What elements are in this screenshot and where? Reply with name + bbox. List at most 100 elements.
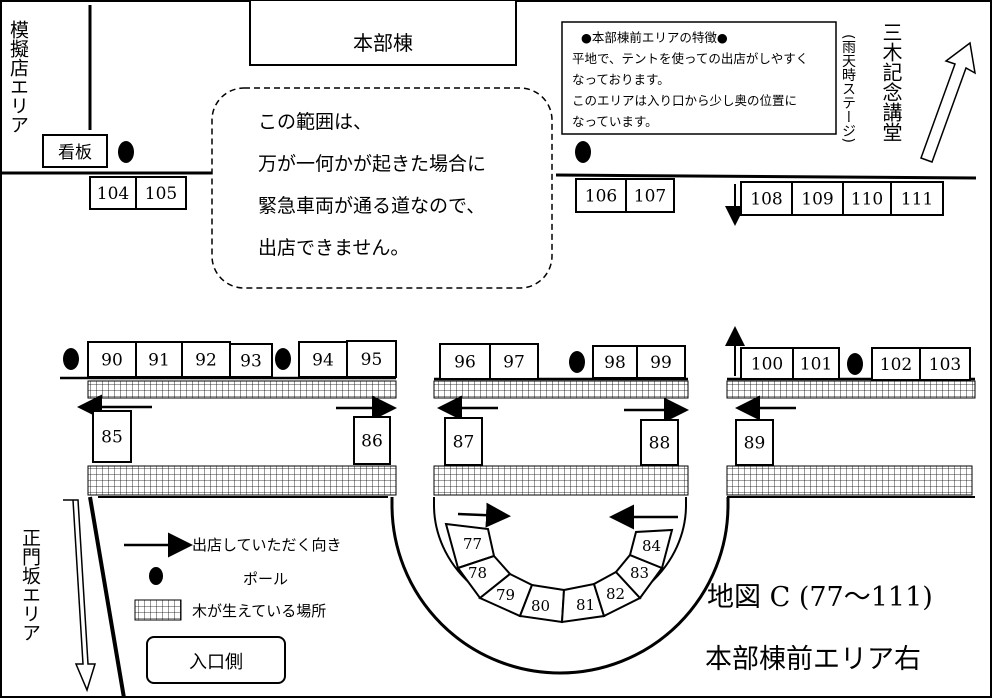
- stall-number: 100: [751, 355, 783, 375]
- stall-107[interactable]: [625, 178, 675, 213]
- legend-tree-label: 木が生えている場所: [192, 602, 326, 620]
- hq-building-label: 本部棟: [353, 31, 413, 55]
- stall-number: 106: [585, 187, 617, 207]
- stall-number: 105: [145, 184, 177, 204]
- emergency-lane-notice: [211, 87, 553, 289]
- legend-direction-label: 出店していただく向き: [192, 536, 342, 554]
- stall-number: 88: [649, 434, 671, 454]
- stall-99[interactable]: [636, 345, 686, 379]
- stall-87[interactable]: [444, 417, 483, 466]
- miki-hall-label: 三木記念講堂: [879, 22, 903, 142]
- stall-number: 84: [642, 537, 661, 555]
- stall-number: 98: [604, 353, 626, 373]
- stall-103[interactable]: [919, 347, 971, 381]
- road-top-right: [555, 173, 977, 180]
- stall-105[interactable]: [135, 176, 187, 210]
- stall-90[interactable]: [87, 341, 137, 378]
- tree-strip: [87, 465, 397, 496]
- notice-line: 万が一何かが起きた場合に: [258, 153, 486, 175]
- stall-number: 86: [361, 432, 383, 452]
- hall-direction-arrow: [920, 41, 976, 163]
- features-line: 平地で、テントを使っての出店がしやすく: [572, 51, 808, 66]
- stall-number: 109: [801, 190, 833, 210]
- stall-97[interactable]: [489, 343, 539, 380]
- pole-icon: [275, 348, 291, 370]
- stall-number: 87: [453, 433, 475, 453]
- tree-strip: [433, 465, 689, 496]
- stall-86[interactable]: [353, 416, 391, 465]
- stall-number: 95: [361, 350, 383, 370]
- stall-98[interactable]: [592, 345, 638, 379]
- direction-arrow: [457, 502, 511, 528]
- stall-111[interactable]: [890, 181, 944, 216]
- stall-91[interactable]: [135, 341, 183, 378]
- stall-number: 90: [101, 351, 123, 371]
- stall-93[interactable]: [229, 343, 273, 378]
- stall-number: 83: [630, 564, 649, 582]
- stall-number: 85: [101, 428, 123, 448]
- stall-number: 104: [97, 184, 129, 204]
- tree-strip: [726, 380, 976, 399]
- tree-strip: [726, 465, 973, 496]
- map-subtitle: 本部棟前エリア右: [705, 644, 921, 675]
- stall-number: 97: [503, 353, 525, 373]
- stall-number: 89: [744, 434, 766, 454]
- entrance-road: [88, 496, 126, 698]
- main-gate-area-label: 正門坂エリア: [19, 528, 41, 642]
- stall-number: 99: [650, 353, 672, 373]
- stall-84[interactable]: [628, 528, 674, 570]
- pole-icon: [63, 348, 79, 370]
- stall-number: 82: [606, 585, 625, 603]
- stall-85[interactable]: [92, 410, 132, 463]
- stall-109[interactable]: [791, 181, 844, 216]
- stall-number: 80: [531, 597, 550, 615]
- hq-building: [249, 0, 517, 66]
- stall-number: 81: [576, 596, 595, 614]
- legend-pole-icon: [149, 567, 163, 585]
- entrance-side-label: 入口側: [189, 652, 243, 673]
- stall-number: 96: [454, 353, 476, 373]
- rain-stage-label: (雨天時ステージ): [840, 34, 856, 143]
- legend-pole-label: ポール: [243, 570, 288, 588]
- features-line: なっております。: [572, 72, 670, 87]
- loop-road-outer: [390, 497, 730, 675]
- west-area-label: 模擬店エリア: [7, 20, 29, 134]
- stall-number: 111: [901, 190, 933, 210]
- pole-icon: [118, 141, 134, 163]
- stall-number: 103: [929, 355, 961, 375]
- pole-icon: [575, 141, 591, 163]
- stall-94[interactable]: [298, 341, 348, 378]
- stall-number: 102: [880, 355, 912, 375]
- stall-95[interactable]: [346, 340, 397, 378]
- stall-number: 78: [468, 564, 487, 582]
- stall-number: 79: [496, 586, 515, 604]
- stall-89[interactable]: [735, 419, 774, 466]
- tree-strip: [87, 380, 397, 399]
- notice-line: この範囲は、: [258, 111, 372, 133]
- area-features-box: [561, 21, 837, 135]
- tree-strip: [433, 380, 689, 399]
- stall-number: 77: [463, 535, 482, 553]
- stall-number: 91: [148, 351, 170, 371]
- stall-number: 110: [851, 190, 883, 210]
- stall-101[interactable]: [792, 347, 840, 380]
- signboard-label: 看板: [58, 143, 92, 163]
- entrance-side-label-box: [146, 636, 286, 684]
- notice-line: 緊急車両が通る道なので、: [258, 195, 485, 217]
- stall-number: 107: [634, 187, 666, 207]
- legend-tree-swatch: [134, 599, 182, 621]
- features-line: なっています。: [572, 114, 658, 129]
- stall-number: 92: [195, 351, 217, 371]
- signboard: [42, 134, 108, 168]
- arc-stall-group: 77 78 79 80 81 82 83 84: [444, 522, 674, 624]
- pole-icon: [847, 353, 863, 375]
- stall-102[interactable]: [871, 347, 921, 381]
- features-line: このエリアは入り口から少し奥の位置に: [572, 93, 797, 108]
- notice-line: 出店できません。: [258, 237, 409, 259]
- stall-number: 108: [750, 190, 782, 210]
- pole-icon: [569, 351, 585, 373]
- map-title: 地図 C (77～111): [707, 582, 933, 613]
- stall-88[interactable]: [640, 419, 679, 466]
- stall-number: 101: [800, 355, 832, 375]
